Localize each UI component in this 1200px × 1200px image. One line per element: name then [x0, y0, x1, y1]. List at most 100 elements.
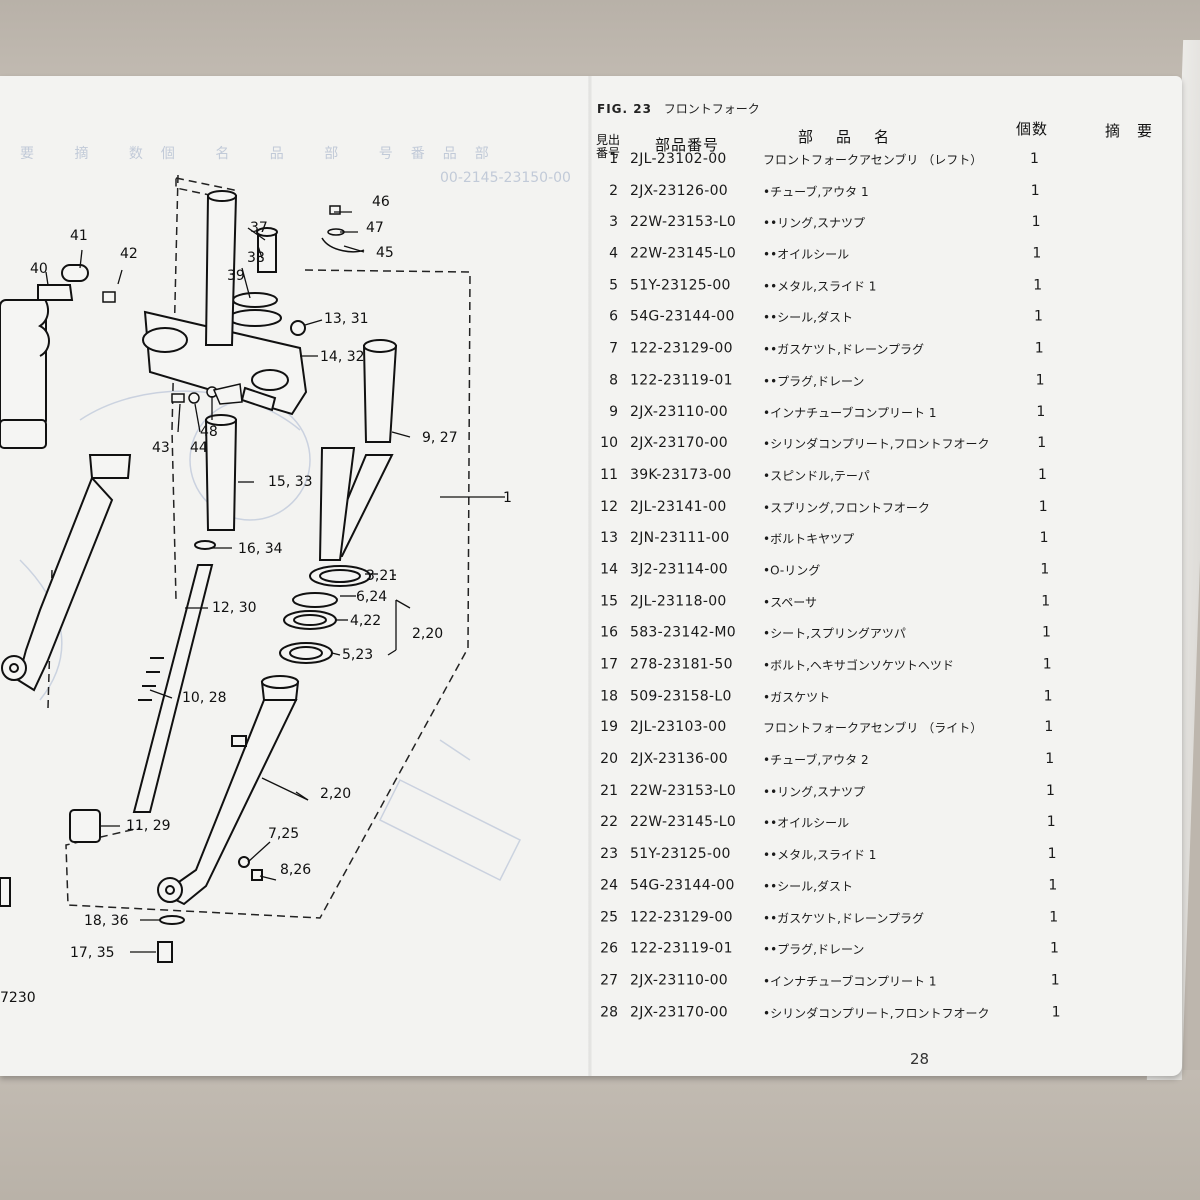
part-number: 122-23129-00	[630, 340, 733, 357]
part-qty: 1	[1043, 687, 1053, 704]
part-ref-no: 5	[609, 277, 618, 294]
part-qty: 1	[1042, 624, 1051, 641]
callout-6-24: 6,24	[356, 589, 387, 605]
part-name: ••プラグ,ドレーン	[763, 374, 865, 389]
part-number: 54G-23144-00	[630, 877, 735, 894]
part-name: •ボルト,ヘキサゴンソケツトヘツド	[763, 658, 954, 673]
header-ref-no: 見出 番号	[596, 134, 620, 160]
part-number: 2JL-23141-00	[630, 498, 727, 515]
part-qty: 1	[1041, 593, 1051, 610]
part-row: 16 583-23142-M0 •シート,スプリングアツパ 1	[590, 620, 1180, 651]
part-number: 122-23119-01	[630, 372, 733, 389]
part-qty: 1	[1031, 214, 1041, 231]
part-name: •シリンダコンプリート,フロントフオーク	[763, 1005, 990, 1020]
part-name: ••メタル,スライド 1	[763, 279, 877, 294]
part-ref-no: 28	[600, 1003, 618, 1020]
part-ref-no: 13	[600, 530, 618, 547]
part-ref-no: 26	[600, 940, 618, 957]
exploded-fork-diagram: 46 47 45 37 38 39 41 42 40 13, 31 14, 32…	[0, 174, 522, 1006]
part-qty: 1	[1050, 940, 1059, 957]
part-name: •スプリング,フロントフオーク	[763, 500, 930, 515]
figure-header: FIG. 23 フロントフォーク	[597, 100, 760, 117]
part-qty: 1	[1046, 782, 1055, 799]
part-name: •スペーサ	[763, 595, 817, 610]
part-name: ••オイルシール	[763, 247, 850, 262]
callout-7-25: 7,25	[268, 826, 299, 842]
part-qty: 1	[1047, 845, 1057, 862]
part-ref-no: 23	[600, 845, 618, 862]
book-gutter	[588, 76, 592, 1076]
part-name: •O-リング	[763, 563, 821, 578]
part-row: 15 2JL-23118-00 •スペーサ 1	[590, 588, 1180, 619]
callout-8-26: 8,26	[280, 862, 311, 878]
part-ref-no: 17	[600, 656, 618, 673]
callout-16-34: 16, 34	[238, 541, 283, 557]
part-number: 2JX-23126-00	[630, 182, 728, 199]
part-number: 54G-23144-00	[630, 308, 735, 325]
callout-46: 46	[372, 194, 390, 210]
part-qty: 1	[1045, 751, 1055, 768]
part-name: ••プラグ,ドレーン	[763, 942, 865, 957]
part-qty: 1	[1036, 403, 1046, 420]
part-number: 39K-23173-00	[630, 466, 732, 483]
part-number: 583-23142-M0	[630, 624, 736, 641]
header-part-no: 部品番号	[655, 136, 720, 154]
header-ref-no-line2: 番号	[596, 146, 621, 160]
part-number: 278-23181-50	[630, 656, 733, 673]
callout-44: 44	[190, 440, 208, 456]
part-qty: 1	[1050, 972, 1060, 989]
part-qty: 1	[1030, 182, 1040, 199]
part-ref-no: 15	[600, 593, 618, 610]
part-ref-no: 2	[609, 182, 618, 199]
part-number: 22W-23153-L0	[630, 782, 737, 799]
part-ref-no: 3	[609, 214, 618, 231]
part-number: 2JX-23110-00	[630, 972, 728, 989]
part-qty: 1	[1040, 561, 1050, 578]
part-name: •インナチューブコンプリート 1	[763, 405, 937, 420]
part-ref-no: 6	[609, 308, 618, 325]
part-ref-no: 20	[600, 751, 618, 768]
part-qty: 1	[1034, 340, 1044, 357]
callout-37: 37	[250, 220, 268, 236]
callout-4-22: 4,22	[350, 613, 381, 629]
part-number: 2JL-23103-00	[630, 719, 727, 736]
part-name: ••メタル,スライド 1	[763, 847, 877, 862]
callout-42: 42	[120, 246, 138, 262]
part-qty: 1	[1044, 719, 1054, 736]
header-part-name: 部 品 名	[798, 128, 894, 146]
part-name: •チューブ,アウタ 1	[763, 184, 869, 199]
part-name: •インナチューブコンプリート 1	[763, 974, 937, 989]
show-through-text: 要 摘 数個 名 品 部 号番品部	[20, 146, 507, 162]
part-qty: 1	[1038, 498, 1048, 515]
callout-13-31: 13, 31	[324, 311, 369, 327]
part-qty: 1	[1046, 814, 1056, 831]
callout-2-20-lower: 2,20	[320, 786, 351, 802]
part-name: ••ガスケツト,ドレーンプラグ	[763, 911, 925, 926]
part-ref-no: 25	[600, 909, 618, 926]
part-ref-no: 22	[600, 814, 618, 831]
part-number: 22W-23145-L0	[630, 245, 737, 262]
part-ref-no: 16	[600, 624, 618, 641]
part-number: 2JN-23111-00	[630, 530, 730, 547]
callout-43: 43	[152, 440, 170, 456]
part-name: フロントフォークアセンブリ （レフト）	[763, 153, 983, 167]
part-name: ••オイルシール	[763, 816, 850, 831]
part-number: 22W-23153-L0	[630, 214, 737, 231]
part-name: •シート,スプリングアツパ	[763, 626, 906, 641]
part-number: 2JL-23118-00	[630, 593, 727, 610]
